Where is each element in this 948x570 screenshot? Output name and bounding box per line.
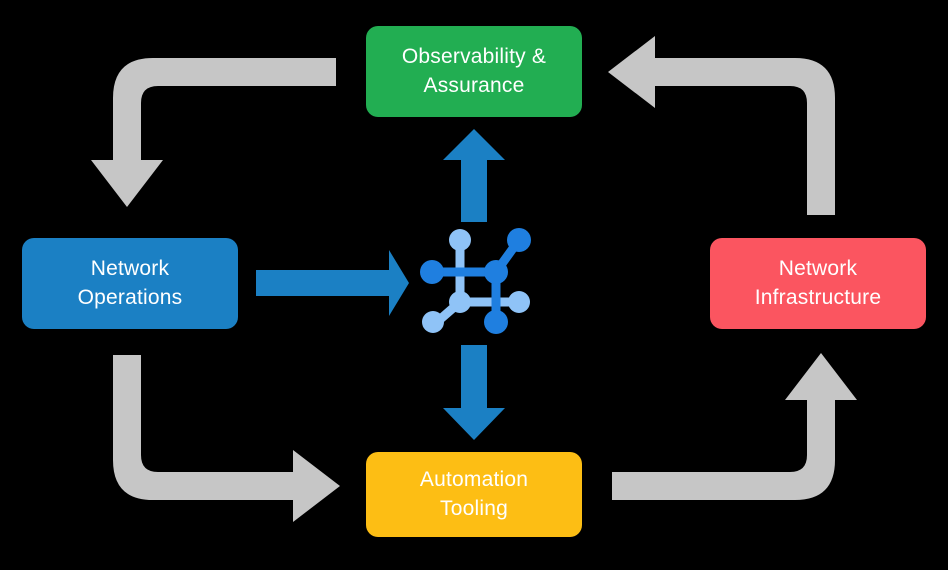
- node-label-operations: Network Operations: [77, 257, 183, 309]
- node-label-infrastructure: Network Infrastructure: [754, 257, 882, 309]
- node-label-automation: Automation Tooling: [419, 468, 529, 520]
- inward-arrow-operations-to-center: [256, 250, 409, 316]
- network-icon-light-nodes: [422, 229, 530, 333]
- network-icon-dark-nodes: [420, 228, 531, 334]
- cycle-arrow-automation-to-infrastructure: [612, 353, 857, 500]
- node-box-observability[interactable]: Observability & Assurance: [366, 26, 582, 117]
- node-box-infrastructure[interactable]: Network Infrastructure: [710, 238, 926, 329]
- inward-arrow-center-to-observability: [443, 129, 505, 222]
- node-box-automation[interactable]: Automation Tooling: [366, 452, 582, 537]
- cycle-arrow-observability-to-operations: [91, 58, 336, 207]
- cycle-arrow-infrastructure-to-observability: [608, 36, 835, 215]
- inward-arrow-center-to-automation: [443, 345, 505, 440]
- cycle-arrow-operations-to-automation: [113, 355, 340, 522]
- node-label-observability: Observability & Assurance: [401, 45, 547, 97]
- node-box-operations[interactable]: Network Operations: [22, 238, 238, 329]
